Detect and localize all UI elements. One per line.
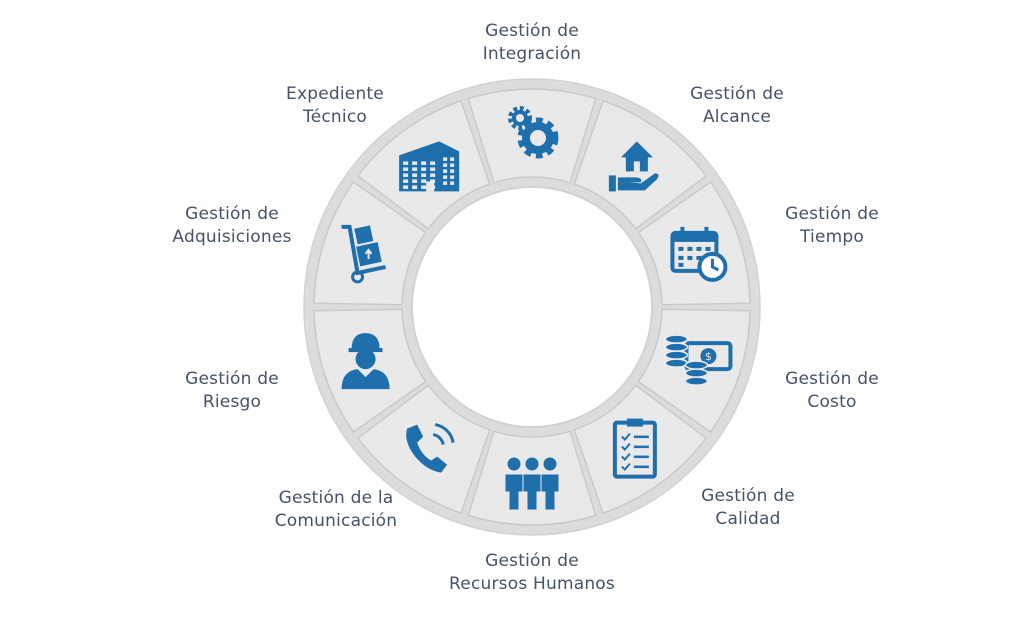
clipboard-checklist-icon [612,418,657,479]
segment-label: Gestión de Adquisiciones [172,203,291,249]
gears-icon [508,106,559,159]
label-line1: Gestión de [785,369,879,389]
ring-inner-circle [411,186,653,428]
ring-outer-edge [303,78,761,536]
label-line1: Gestión de [185,369,279,389]
building-icon [399,141,460,192]
svg-text:$: $ [705,350,712,363]
label-line2: Técnico [303,107,367,127]
calendar-clock-icon [670,226,728,282]
segment-8 [313,308,427,434]
label-line2: Riesgo [202,392,262,412]
segment-label: Gestión de Tiempo [785,203,879,249]
segment-label: Gestión de Recursos Humanos [449,550,615,596]
team-icon [504,457,560,511]
label-line1: Gestión de [785,204,879,224]
label-line1: Gestión de [701,486,795,506]
label-line1: Expediente [286,84,384,104]
label-line2: Comunicación [274,511,398,531]
money-coins-icon: $ [664,334,733,386]
segment-label: Gestión de Alcance [690,83,784,129]
segment-label: Gestión de la Comunicación [275,487,398,533]
segment-9 [313,180,427,306]
label-line1: Gestión de [690,84,784,104]
label-line2: Alcance [702,107,772,127]
label-line1: Gestión de [485,551,579,571]
label-line1: Gestión de [485,21,579,41]
label-line2: Recursos Humanos [449,574,615,594]
segment-label: Gestión de Costo [785,368,879,414]
label-line1: Gestión de la [278,488,394,508]
segment-7 [356,384,491,515]
worker-helmet-icon [341,333,390,390]
label-line2: Adquisiciones [172,227,292,247]
label-line2: Tiempo [800,227,864,247]
house-hand-icon [608,141,659,192]
phone-icon [406,423,455,473]
label-line2: Calidad [715,509,781,529]
label-line2: Costo [807,392,857,412]
segment-label: Gestión de Calidad [701,485,795,531]
segment-label: Gestión de Riesgo [185,368,279,414]
segment-5 [573,384,708,515]
label-line1: Gestión de [185,204,279,224]
hand-truck-icon [341,224,386,284]
segment-label: Gestión de Integración [483,20,582,66]
label-line2: Integración [482,44,582,64]
segment-1 [467,88,597,184]
